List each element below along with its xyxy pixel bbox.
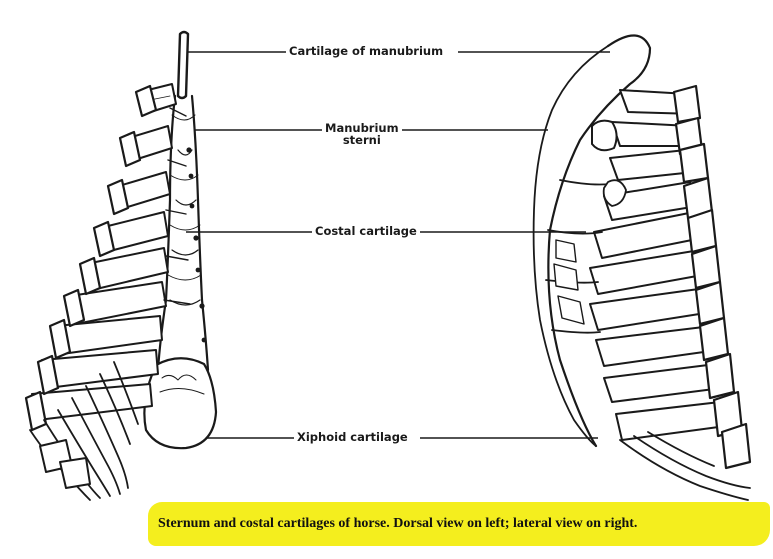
xiphoid-cartilage-shape [143, 357, 218, 450]
manubrium-cartilage-rod [176, 30, 190, 100]
lateral-view-drawing [532, 34, 752, 501]
sternum-lateral-outline [547, 34, 652, 448]
label-xiphoid-cartilage: Xiphoid cartilage [294, 431, 411, 443]
caption-highlight [148, 502, 770, 546]
label-costal-cartilage: Costal cartilage [312, 225, 420, 237]
dorsal-view-drawing [24, 30, 218, 501]
label-cartilage-of-manubrium: Cartilage of manubrium [286, 45, 447, 57]
label-manubrium-sterni-line1: Manubrium [325, 121, 399, 135]
figure-caption: Sternum and costal cartilages of horse. … [158, 516, 638, 531]
label-manubrium-sterni: Manubrium sterni [322, 122, 402, 146]
leader-lines [186, 51, 610, 439]
label-manubrium-sterni-line2: sterni [342, 133, 381, 147]
